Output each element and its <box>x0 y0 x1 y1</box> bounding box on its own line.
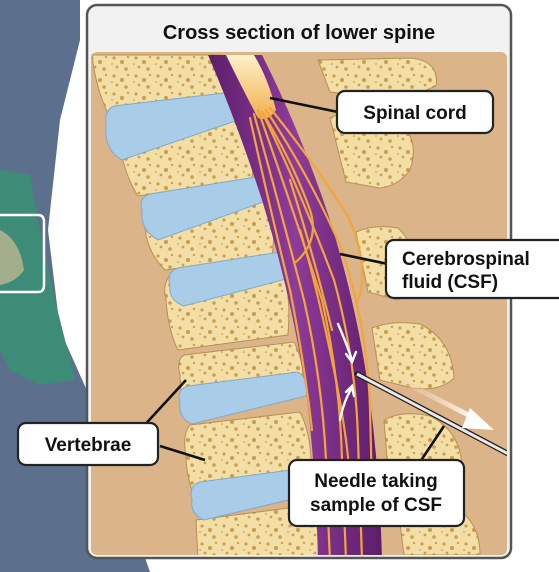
label-spinal-cord: Spinal cord <box>363 103 466 124</box>
label-csf-line1: Cerebrospinal <box>402 249 530 270</box>
diagram-title: Cross section of lower spine <box>163 22 435 44</box>
label-needle-line2: sample of CSF <box>310 495 442 516</box>
label-vertebrae: Vertebrae <box>45 435 132 456</box>
label-csf-line2: fluid (CSF) <box>402 272 498 293</box>
label-needle-line1: Needle taking <box>314 471 438 492</box>
